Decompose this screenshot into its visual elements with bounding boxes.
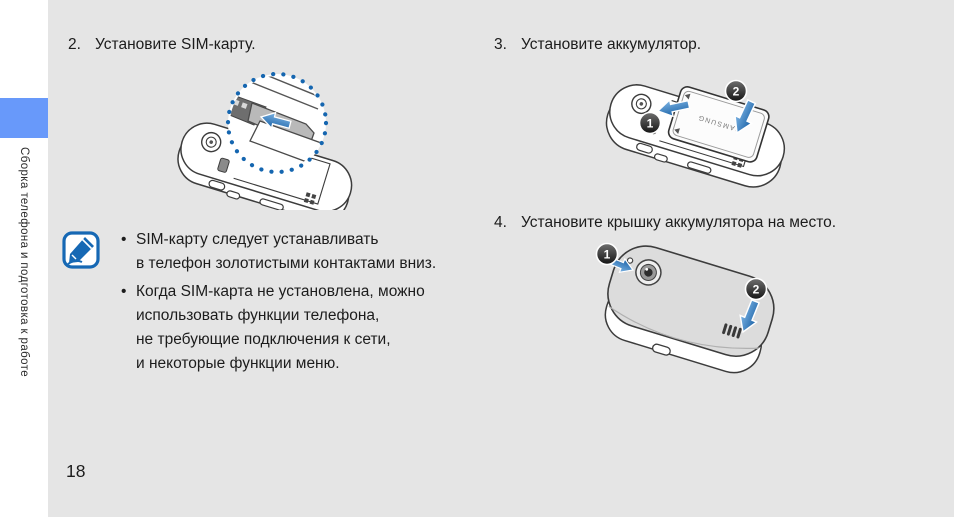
- step-2-number: 2.: [68, 36, 81, 53]
- phone-cover-drawing: [604, 245, 775, 374]
- step-2-label: Установите SIM-карту.: [95, 36, 256, 53]
- cover-latch-hole: [626, 257, 634, 264]
- battery-install-illustration: SAMSUNG 1 2: [605, 79, 786, 188]
- step-marker-2: 2: [724, 79, 748, 103]
- bullet-dot: •: [121, 231, 127, 248]
- step-marker-1: 1: [595, 242, 619, 266]
- chapter-title-vertical: Сборка телефона и подготовка к работе: [18, 147, 30, 377]
- step-3-label: Установите аккумулятор.: [521, 36, 702, 53]
- note-bullet-list: • SIM-карту следует устанавливать в теле…: [121, 228, 436, 376]
- speaker-grille: [722, 323, 742, 339]
- sidebar: Сборка телефона и подготовка к работе: [0, 0, 48, 517]
- dotted-highlight-circle: [225, 71, 329, 175]
- page-number: 18: [66, 461, 86, 481]
- svg-text:1: 1: [604, 248, 611, 262]
- side-button: [651, 343, 671, 356]
- step-3-number: 3.: [494, 36, 507, 53]
- speaker-grid: [303, 192, 317, 205]
- sim-install-illustration: [177, 71, 353, 210]
- note-bullet: • Когда SIM-карта не установлена, можно …: [121, 280, 436, 376]
- svg-text:1: 1: [647, 117, 654, 131]
- note-bullet: • SIM-карту следует устанавливать в теле…: [121, 228, 436, 276]
- cover-install-illustration: 1 2: [595, 242, 775, 374]
- step-3-heading: 3. Установите аккумулятор.: [494, 34, 944, 55]
- note-pencil-icon: [62, 231, 100, 269]
- step-4-label: Установите крышку аккумулятора на место.: [521, 214, 837, 231]
- step-4-heading: 4. Установите крышку аккумулятора на мес…: [494, 212, 949, 233]
- bullet-dot: •: [121, 283, 127, 300]
- battery-drawing: SAMSUNG: [667, 86, 770, 163]
- note-bullet-text: Когда SIM-карта не установлена, можно ис…: [136, 283, 425, 372]
- step-marker-2: 2: [744, 277, 768, 301]
- svg-text:2: 2: [753, 283, 760, 297]
- svg-text:2: 2: [733, 85, 740, 99]
- step-4-number: 4.: [494, 214, 507, 231]
- step-2-heading: 2. Установите SIM-карту.: [68, 34, 478, 55]
- note-bullet-text: SIM-карту следует устанавливать в телефо…: [136, 231, 437, 272]
- chapter-tab-marker: [0, 98, 48, 138]
- step-marker-1: 1: [638, 111, 662, 135]
- note-block: • SIM-карту следует устанавливать в теле…: [62, 228, 436, 376]
